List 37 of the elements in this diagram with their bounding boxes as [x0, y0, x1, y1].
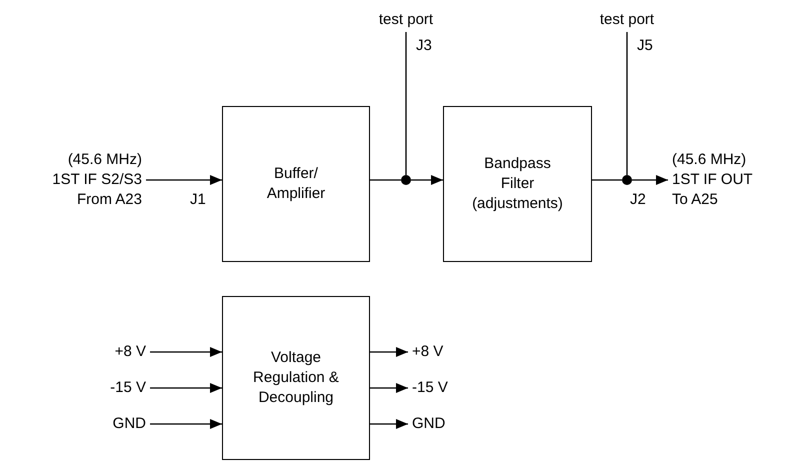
arrow — [632, 175, 668, 185]
connector-line — [370, 179, 401, 181]
signal-label: -15 V — [60, 378, 150, 398]
signal-label: (45.6 MHz) — [672, 150, 746, 170]
signal-label: +8 V — [60, 342, 150, 362]
signal-label: To A25 — [672, 190, 718, 210]
arrow — [370, 383, 408, 393]
block-label: Voltage Regulation & Decoupling — [252, 348, 340, 408]
connector-label: J3 — [416, 36, 432, 56]
signal-label: 1ST IF OUT — [672, 170, 753, 190]
arrow — [370, 419, 408, 429]
connector-line — [626, 32, 628, 175]
arrow — [411, 175, 443, 185]
connector-label: J2 — [630, 190, 646, 210]
block-label: Buffer/ Amplifier — [266, 164, 326, 204]
signal-label: +8 V — [408, 342, 498, 362]
signal-label: GND — [408, 414, 498, 434]
block-box — [443, 106, 592, 262]
arrow — [150, 347, 222, 357]
signal-label: (45.6 MHz) — [68, 150, 142, 170]
signal-label: From A23 — [76, 190, 142, 210]
signal-label: 1ST IF S2/S3 — [52, 170, 142, 190]
signal-label: GND — [60, 414, 150, 434]
arrow — [146, 175, 222, 185]
arrow — [150, 383, 222, 393]
signal-label: -15 V — [408, 378, 498, 398]
connector-line — [405, 32, 407, 175]
connector-line — [592, 179, 622, 181]
connector-label: J1 — [190, 190, 206, 210]
block-label: Bandpass Filter (adjustments) — [471, 154, 564, 214]
signal-label: test port — [595, 10, 659, 32]
arrow — [370, 347, 408, 357]
connector-label: J5 — [637, 36, 653, 56]
arrow — [150, 419, 222, 429]
signal-label: test port — [374, 10, 438, 32]
block-box — [222, 106, 370, 262]
block-box — [222, 296, 370, 460]
